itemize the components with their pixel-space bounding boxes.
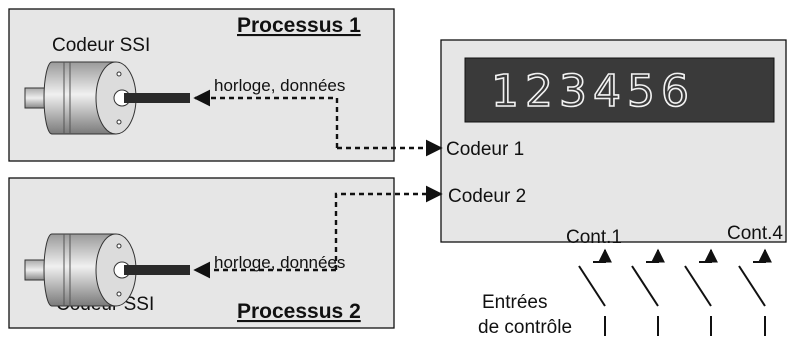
- control-switches: [578, 248, 772, 336]
- encoder1-signal-arrow: [193, 89, 339, 148]
- control-switch-1: [578, 248, 612, 336]
- control-switch-2: [631, 248, 665, 336]
- process1-title: Processus 1: [237, 14, 361, 37]
- control-switch-3: [684, 248, 718, 336]
- signal-lines: [193, 89, 443, 279]
- process1-encoder-icon: [24, 61, 190, 135]
- device-panel: 123456 Codeur 1 Codeur 2 Cont.1 Cont.4: [440, 39, 787, 248]
- process1-panel: Processus 1 Codeur SSI horloge, données: [8, 8, 395, 162]
- encoder2-to-device-arrow: [334, 185, 443, 270]
- input1-label: Codeur 1: [446, 139, 524, 160]
- cont-first-label: Cont.1: [566, 227, 622, 248]
- cont-last-label: Cont.4: [727, 223, 783, 244]
- control-switch-4: [738, 248, 772, 336]
- display-value: 123456: [491, 66, 695, 117]
- control-inputs-line2: de contrôle: [478, 317, 572, 338]
- process1-signal-label: horloge, données: [214, 76, 345, 95]
- process1-encoder-label: Codeur SSI: [52, 35, 150, 56]
- seven-segment-display: 123456: [464, 57, 775, 123]
- process2-encoder-icon: [24, 233, 190, 307]
- input2-label: Codeur 2: [448, 186, 526, 207]
- control-inputs-line1: Entrées: [482, 292, 547, 313]
- process2-panel: Processus 2 Codeur SSI horloge, données: [8, 177, 395, 329]
- process2-signal-label: horloge, données: [214, 253, 345, 272]
- process2-title: Processus 2: [237, 300, 361, 323]
